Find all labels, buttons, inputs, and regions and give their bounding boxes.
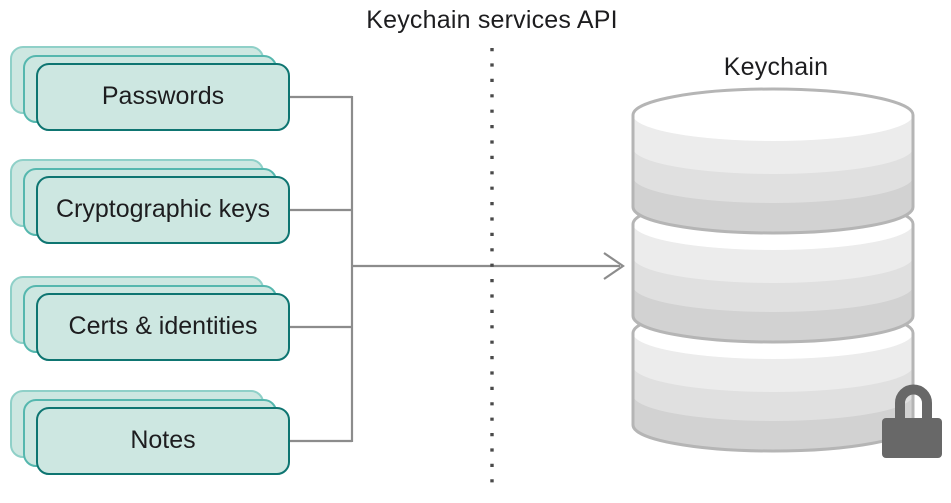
diagram-title: Keychain services API xyxy=(366,6,618,34)
card-stack-certs-identities: Certs & identities xyxy=(10,276,303,364)
card-label: Certs & identities xyxy=(68,312,258,341)
arrow-right-icon xyxy=(352,252,625,280)
connector-lines xyxy=(290,95,354,443)
card-stack-cryptographic-keys: Cryptographic keys xyxy=(10,159,303,247)
database-disk-top xyxy=(631,87,915,235)
card-front-notes: Notes xyxy=(36,407,290,475)
card-label: Passwords xyxy=(101,82,225,111)
lock-icon xyxy=(882,384,942,458)
keychain-label: Keychain xyxy=(723,53,829,81)
card-front-certs-identities: Certs & identities xyxy=(36,293,290,361)
database-cylinder-icon xyxy=(631,87,915,453)
card-front-cryptographic-keys: Cryptographic keys xyxy=(36,176,290,244)
card-label: Cryptographic keys xyxy=(56,195,270,224)
card-label: Notes xyxy=(130,426,196,455)
card-stack-notes: Notes xyxy=(10,390,303,478)
card-front-passwords: Passwords xyxy=(36,63,290,131)
card-stack-passwords: Passwords xyxy=(10,46,303,134)
arrow-head xyxy=(603,252,625,280)
